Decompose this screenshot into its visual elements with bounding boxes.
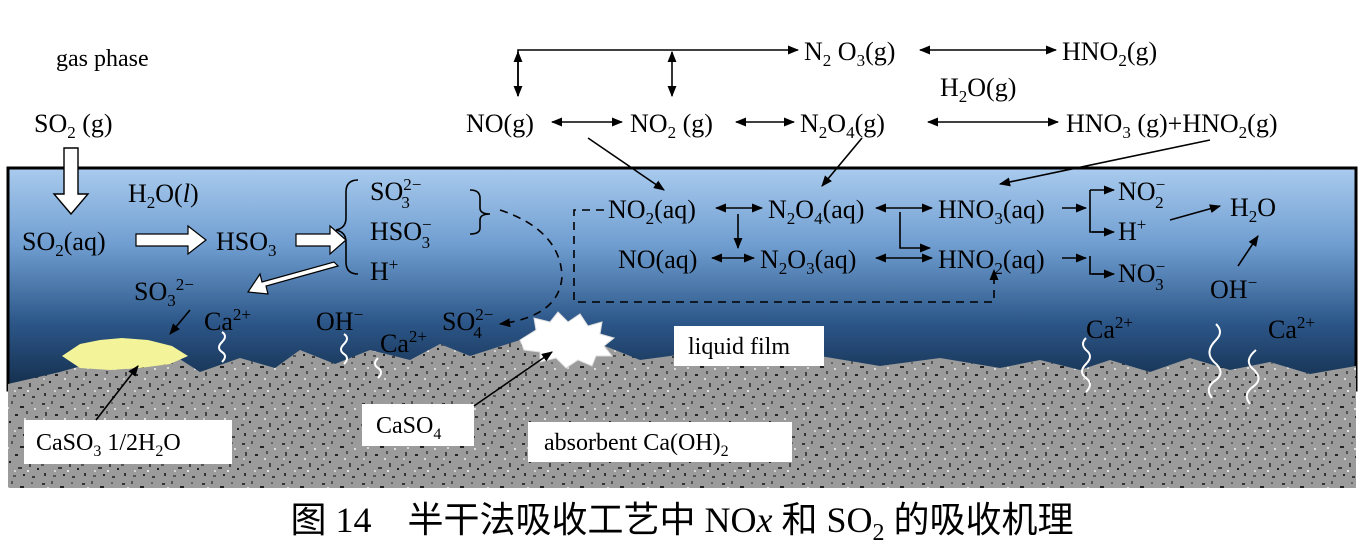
hno2-gas: HNO2(g) [1062,37,1157,70]
hso3: HSO3 [216,227,277,260]
ion-squiggles [218,323,1260,405]
caso3-crystal [62,338,188,370]
absorbent-label-box [528,422,792,462]
no2-minus: NO−2 [1118,175,1165,212]
so3-2minus: SO2−3 [370,175,421,212]
caso4-label-box [362,404,474,446]
so3-2minus-b: SO32− [134,275,194,310]
figure-caption: 图 14 半干法吸收工艺中 NOx 和 SO2 的吸收机理 [290,500,1074,547]
so2-gas: SO2 (g) [34,109,113,142]
gas-phase-label: gas phase [56,46,149,72]
caso4-label: CaSO4 [376,413,441,443]
absorbent-layer [8,340,1356,488]
n2o4-gas: N2O4(g) [800,109,885,142]
h2o-liquid: H2O(l) [128,179,199,212]
hno3-hno2-gas: HNO3 (g)+HNO2(g) [1066,109,1277,142]
no3-minus: NO−3 [1118,257,1165,294]
absorbent-label: absorbent Ca(OH)2 [544,430,729,460]
no2-gas: NO2 (g) [630,109,713,142]
liquid-film-label: liquid film [688,334,790,360]
h2o-gas: H2O(g) [940,73,1016,106]
hno2-aq: HNO2(aq) [938,245,1045,278]
so2-absorb-arrow [52,147,90,216]
caso3-label-box [24,420,232,464]
hno3-aq: HNO3(aq) [938,195,1045,228]
gas-liquid-arrows [587,137,1211,191]
caso3-label: CaSO3 1/2H2O [36,430,181,460]
dashed-arrows [498,209,999,328]
gas-species: SO2 (g) NO(g) NO2 (g) N2O4(g) N2 O3(g) H… [34,37,1277,142]
h2o-product: H2O [1230,193,1276,226]
so2-aq: SO2(aq) [22,227,106,260]
gas-arrows [513,45,1060,127]
hso3-minus: HSO−3 [370,215,432,252]
liquid-film-label-box [674,326,824,366]
hollow-arrow-to-so3 [246,261,340,295]
no-aq: NO(aq) [618,245,697,274]
no-gas: NO(g) [466,109,534,138]
n2o3-gas: N2 O3(g) [804,37,895,70]
hollow-arrow-hso3-ions [295,224,347,256]
liquid-arrows [95,185,1259,421]
hollow-arrow-so2-hso3 [135,224,207,256]
